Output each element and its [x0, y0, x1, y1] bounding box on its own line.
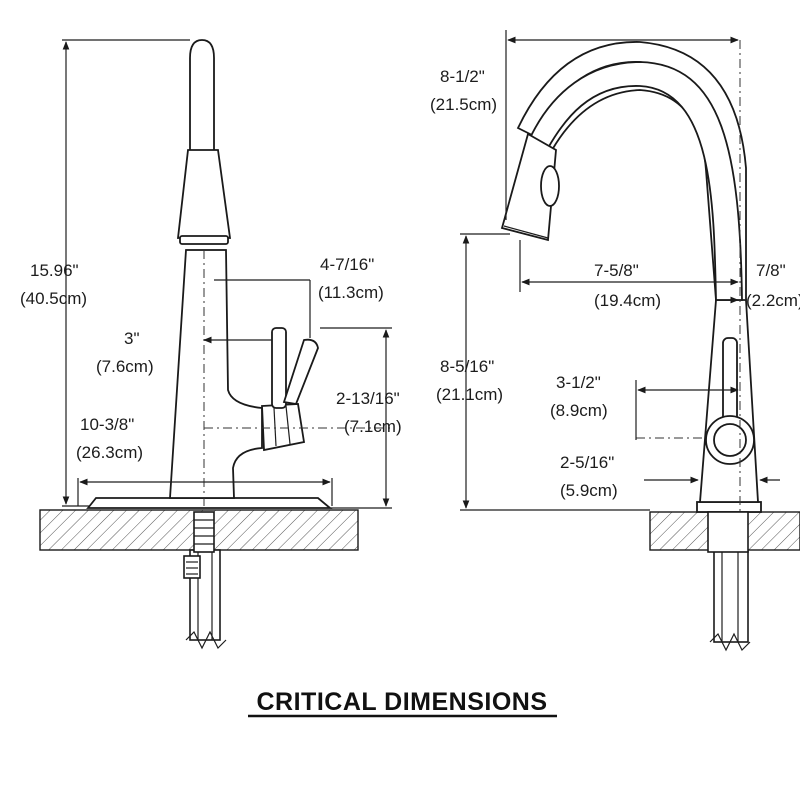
base-offset-imperial: 2-5/16": [560, 453, 614, 472]
page-title: CRITICAL DIMENSIONS: [257, 688, 548, 716]
handle-height-imperial: 2-13/16": [336, 389, 400, 408]
handle-reach-imperial: 3-1/2": [556, 373, 601, 392]
clearance-imperial: 8-5/16": [440, 357, 494, 376]
overall-height-metric: (40.5cm): [20, 289, 87, 308]
base-offset-metric: (5.9cm): [560, 481, 618, 500]
overall-height-imperial: 15.96": [30, 261, 79, 280]
top-reach-imperial: 8-1/2": [440, 67, 485, 86]
clearance-metric: (21.1cm): [436, 385, 503, 404]
front-view: 15.96" (40.5cm) 4-7/16" (11.3cm) 3" (7.6…: [20, 39, 402, 650]
deck-width-metric: (26.3cm): [76, 443, 143, 462]
spray-head-front: [176, 149, 232, 239]
handle-offset-imperial: 3": [124, 329, 140, 348]
handle-lever-side: [722, 337, 738, 429]
supply-pipes-side: [707, 511, 751, 652]
handle-height-metric: (7.1cm): [344, 417, 402, 436]
spout-tube-front: [189, 39, 215, 153]
handle-length-imperial: 4-7/16": [320, 255, 374, 274]
base-plate-side: [696, 501, 762, 513]
handle-lever-front: [271, 327, 287, 409]
reach-metric: (19.4cm): [594, 291, 661, 310]
deck-width-imperial: 10-3/8": [80, 415, 134, 434]
reach-imperial: 7-5/8": [594, 261, 639, 280]
handle-length-metric: (11.3cm): [318, 283, 384, 302]
handle-reach-metric: (8.9cm): [550, 401, 608, 420]
top-reach-metric: (21.5cm): [430, 95, 497, 114]
side-view: 8-1/2" (21.5cm) 8-5/16" (21.1cm) 7-5/8" …: [430, 30, 800, 652]
faucet-body-front: [169, 249, 263, 499]
spray-head-side: [500, 132, 557, 242]
handle-front: [261, 403, 306, 452]
deck-plate-front: [86, 497, 333, 509]
handle-offset-metric: (7.6cm): [96, 357, 154, 376]
supply-pipes-front: [183, 511, 227, 650]
body-offset-imperial: 7/8": [756, 261, 786, 280]
body-offset-metric: (2.2cm): [746, 291, 800, 310]
